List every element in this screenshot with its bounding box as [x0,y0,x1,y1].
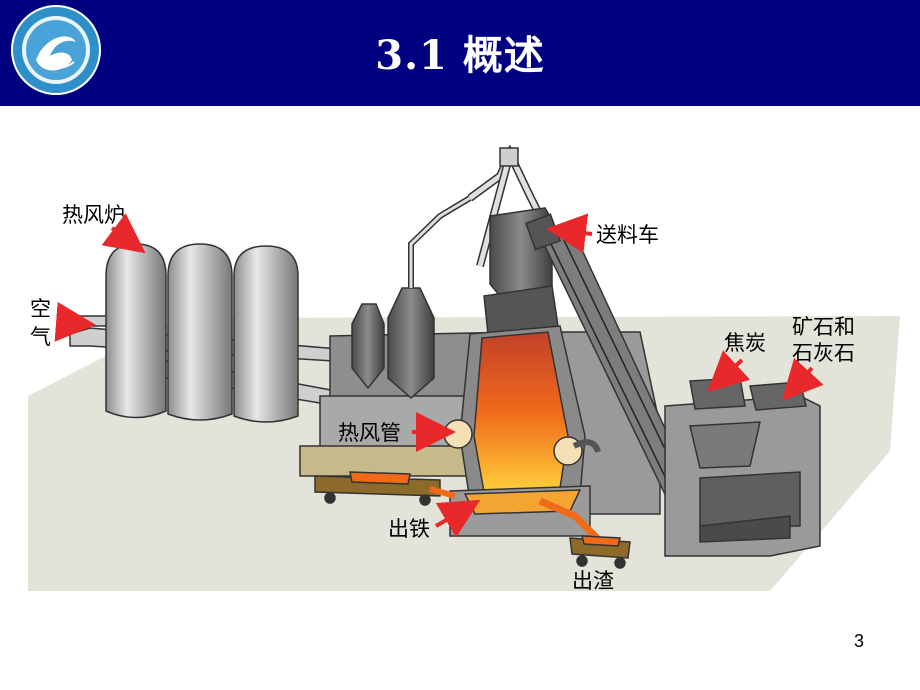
label-ore-line2: 石灰石 [792,341,855,365]
label-tap-iron: 出铁 [388,517,430,541]
arrow-air [54,301,96,342]
label-tap-slag: 出渣 [572,569,614,593]
label-skip-car: 送料车 [596,223,659,247]
blast-furnace-body [449,325,591,537]
label-arrows [54,213,824,538]
label-hot-blast-stove: 热风炉 [62,203,125,227]
raw-material-bins [664,377,821,557]
furnace-top [483,207,559,335]
iron-ladle-cars [314,471,456,506]
university-logo-icon [11,5,101,95]
blast-furnace-diagram: 热风炉 空 气 送料车 焦炭 矿石和 石灰石 热风管 出铁 出渣 [28,144,900,593]
slide-title: 3.1 概述 [375,32,545,79]
header-bar: 3.1 概述 [0,0,920,106]
slag-runner [538,497,631,569]
label-air-bottom: 气 [30,325,51,349]
label-hot-blast-pipe: 热风管 [338,421,401,445]
label-ore-line1: 矿石和 [792,315,855,339]
label-coke: 焦炭 [724,331,766,355]
arrow-hot-blast-stove [101,213,146,254]
dust-catchers [351,195,472,399]
gas-uptake-pipes [467,144,544,268]
arrow-tap-iron [434,499,481,538]
arrow-coke [707,350,751,393]
label-air-top: 空 [30,297,51,321]
page-number: 3 [853,631,864,651]
arrow-ore [781,357,824,401]
arrow-skip-car [546,213,593,254]
hot-blast-stoves [105,243,299,423]
